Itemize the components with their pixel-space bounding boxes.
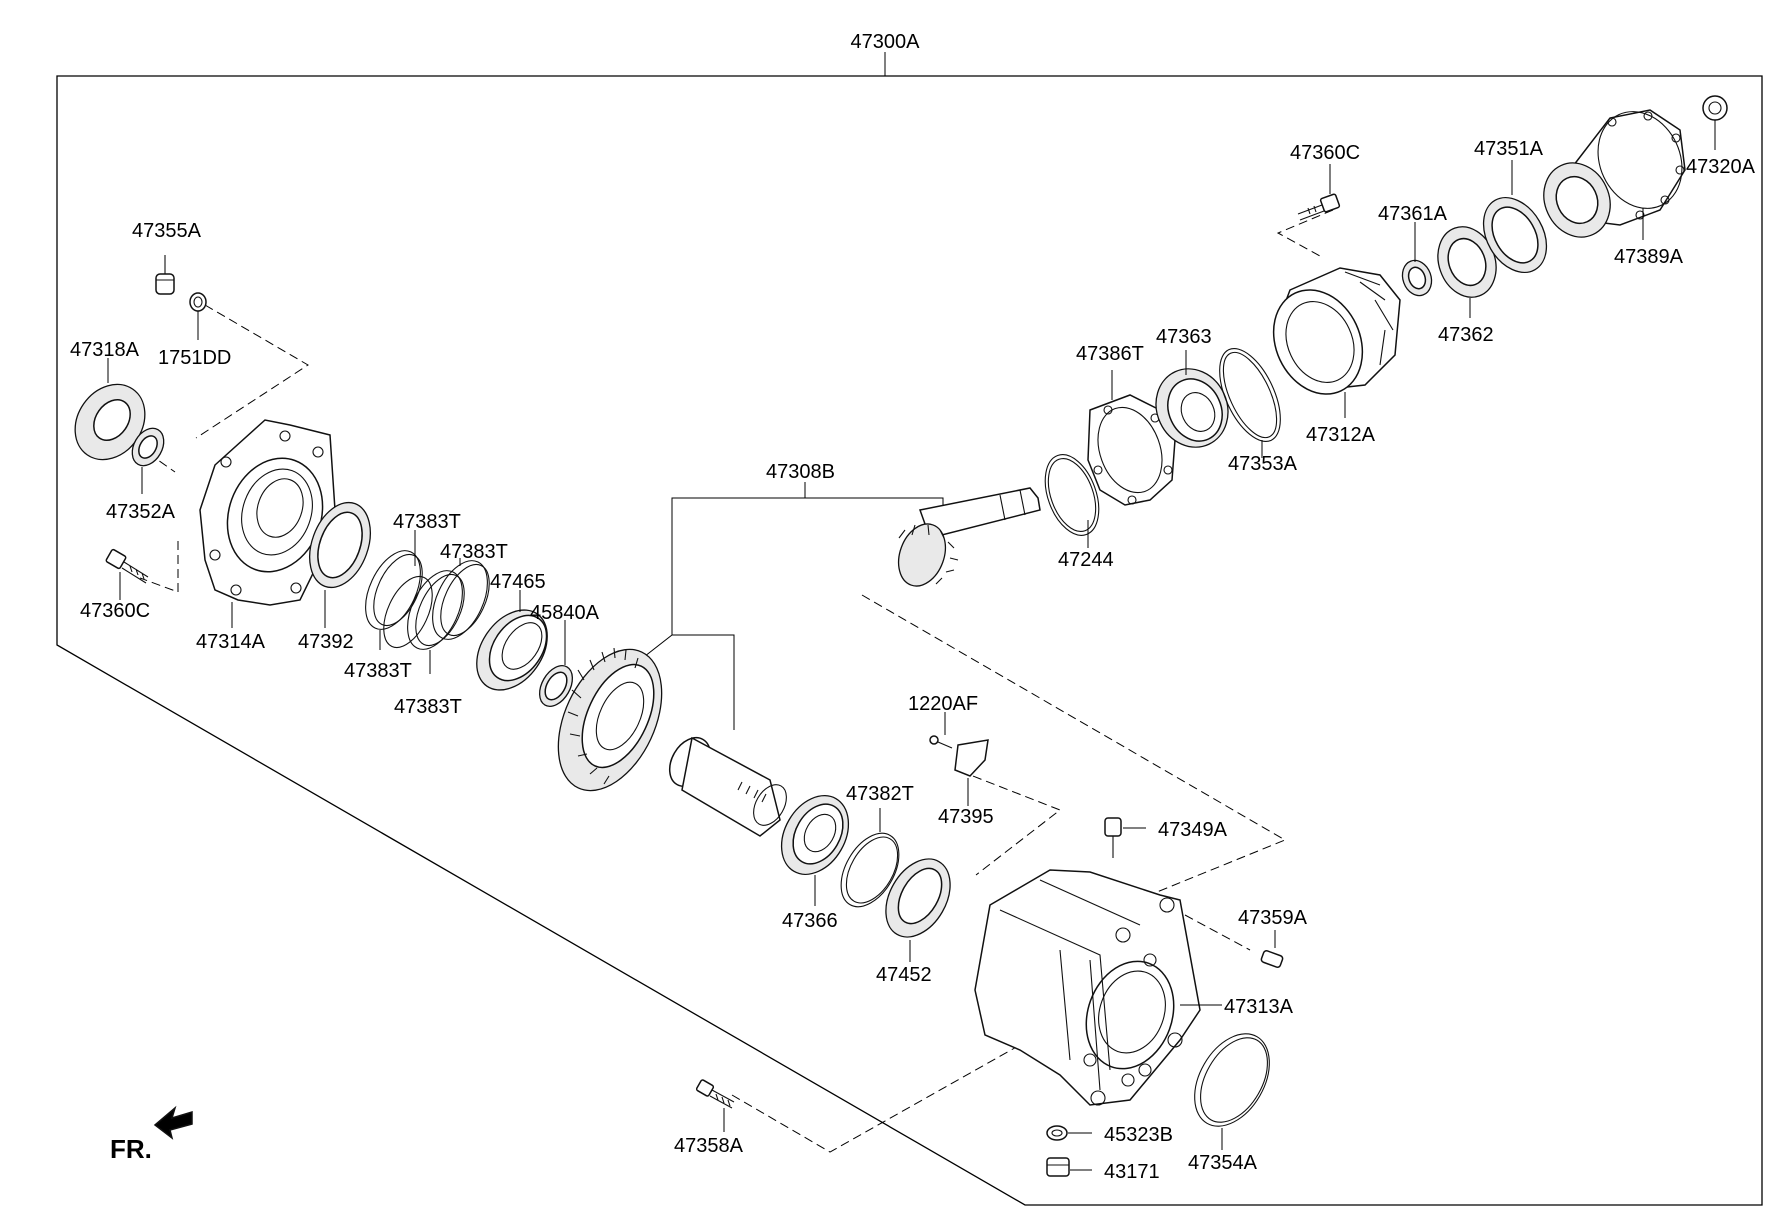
part-label: 43171 <box>1104 1161 1160 1183</box>
part-label: 47452 <box>876 964 932 986</box>
part-label: 47360C <box>80 600 150 622</box>
part-43171-plug <box>1046 1157 1092 1177</box>
part-47383T-shims <box>365 530 490 674</box>
part-47314A-case-cover <box>199 419 336 628</box>
part-1220AF-bolt <box>929 712 953 749</box>
part-label: 45323B <box>1104 1124 1173 1146</box>
part-label: 47308B <box>766 461 835 483</box>
part-label: 47395 <box>938 806 994 828</box>
part-label: 47359A <box>1238 907 1308 929</box>
part-label: 47349A <box>1158 819 1228 841</box>
part-pinion-shaft <box>897 487 1041 587</box>
part-47362-bearing <box>1437 226 1497 318</box>
part-47366-bearing <box>780 795 850 906</box>
part-label: 47465 <box>490 571 546 593</box>
part-label: 47358A <box>674 1135 744 1157</box>
part-47353A-oring <box>1219 348 1281 458</box>
part-47318A-seal <box>74 358 146 461</box>
part-47389A-flange <box>1543 109 1686 240</box>
part-label: 47352A <box>106 501 176 523</box>
part-47244-oring <box>1044 454 1100 548</box>
front-direction-marker <box>153 1105 193 1140</box>
assembly-frame <box>56 52 1763 1206</box>
bracket-47308B <box>639 482 944 730</box>
front-label: FR. <box>110 1134 152 1164</box>
part-label: 47386T <box>1076 343 1144 365</box>
part-47351A-seal <box>1482 160 1548 274</box>
part-label: 47360C <box>1290 142 1360 164</box>
part-45840A-ring <box>538 620 574 707</box>
part-47312A-housing <box>1272 267 1401 418</box>
part-47452-seal <box>885 858 951 962</box>
part-label: 47392 <box>298 631 354 653</box>
part-label: 47383T <box>440 541 508 563</box>
part-label: 47362 <box>1438 324 1494 346</box>
part-label: 47382T <box>846 783 914 805</box>
part-label: 47355A <box>132 220 202 242</box>
part-label: 47366 <box>782 910 838 932</box>
part-47358A-bolt <box>695 1079 735 1132</box>
part-47382T-shim <box>840 808 900 908</box>
part-label: 47314A <box>196 631 266 653</box>
part-45323B-washer <box>1046 1125 1092 1141</box>
part-47359A-pin <box>1260 930 1284 968</box>
part-47360C-right-bolt <box>1297 164 1341 221</box>
part-label: 47361A <box>1378 203 1448 225</box>
part-label: 47354A <box>1188 1152 1258 1174</box>
part-output-shaft <box>668 736 787 837</box>
part-label: 47353A <box>1228 453 1298 475</box>
part-47361A-seal <box>1401 222 1433 297</box>
part-label: 47383T <box>344 660 412 682</box>
part-label: 47312A <box>1306 424 1376 446</box>
part-label: 47351A <box>1474 138 1544 160</box>
alignment-lines <box>139 209 1334 1153</box>
part-47360C-left-bolt <box>105 548 149 600</box>
part-label: 1751DD <box>158 347 231 369</box>
part-47354A-oring <box>1194 1033 1270 1150</box>
part-47465-bearing <box>476 590 548 691</box>
part-47313A-transfer-case <box>974 869 1222 1106</box>
part-label: 47320A <box>1686 156 1756 178</box>
part-47395-plate <box>954 739 989 806</box>
part-label: 45840A <box>530 602 600 624</box>
assembly-title: 47300A <box>851 31 921 53</box>
part-label: 47383T <box>393 511 461 533</box>
part-label: 47318A <box>70 339 140 361</box>
part-47386T-gasket <box>1087 370 1176 506</box>
part-ring-gear <box>557 647 663 792</box>
part-label: 47383T <box>394 696 462 718</box>
part-label: 47313A <box>1224 996 1294 1018</box>
part-label: 47244 <box>1058 549 1114 571</box>
part-label: 47389A <box>1614 246 1684 268</box>
part-label: 47363 <box>1156 326 1212 348</box>
part-47352A-seal <box>131 427 165 494</box>
part-47349A-breather <box>1104 817 1146 858</box>
part-47320A-nut <box>1702 95 1728 150</box>
part-47355A-plug <box>155 255 175 295</box>
part-47392-ring <box>309 501 371 628</box>
part-47363-bearing <box>1155 350 1229 448</box>
part-label: 1220AF <box>908 693 978 715</box>
part-1751DD-washer <box>189 292 207 340</box>
